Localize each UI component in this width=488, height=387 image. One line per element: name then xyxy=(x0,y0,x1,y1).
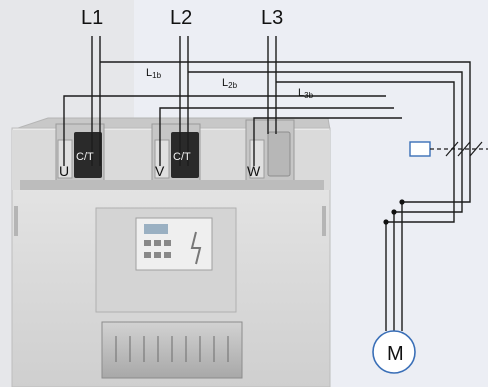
bypass-label-l3b: L3b xyxy=(298,87,314,100)
motor-label: M xyxy=(387,343,404,365)
ct-label-1: C/T xyxy=(76,151,94,163)
current-transformer-1 xyxy=(74,132,102,178)
keypad-button-2 xyxy=(154,240,161,246)
bypass-label-l1b-main: L xyxy=(146,67,152,79)
wiring xyxy=(63,36,488,374)
keypad-button-1 xyxy=(144,240,151,246)
wire-u-out xyxy=(63,95,386,166)
contactor-contact-1 xyxy=(445,141,459,157)
terminal-studs xyxy=(20,180,324,190)
current-transformer-2 xyxy=(171,132,199,178)
mount-slot-right xyxy=(322,206,326,236)
phase-label-l1: L1 xyxy=(81,7,103,29)
junction-node-3 xyxy=(383,219,389,225)
keypad-button-4 xyxy=(144,252,151,258)
wire-v-out xyxy=(159,107,394,166)
contactor-contact-2 xyxy=(457,141,471,157)
terminal-label-u: U xyxy=(59,163,69,179)
bypass-label-l2b-main: L xyxy=(222,77,228,89)
wire-l2b-bypass xyxy=(188,71,463,331)
keypad-logo xyxy=(190,231,202,265)
mount-slot-left xyxy=(14,206,18,236)
bypass-label-l3b-sub: 3b xyxy=(304,91,313,100)
junction-node-2 xyxy=(391,209,397,215)
soft-starter-device xyxy=(11,117,331,387)
keypad-button-3 xyxy=(164,240,171,246)
bypass-label-l1b-sub: 1b xyxy=(152,71,161,80)
terminal-label-w: W xyxy=(247,163,261,179)
bypass-contactor-coil xyxy=(409,141,431,157)
vent-slots xyxy=(115,336,229,362)
terminal-lug-u xyxy=(57,139,73,179)
terminal-lug-v xyxy=(154,139,170,179)
keypad-button-6 xyxy=(164,252,171,258)
terminal-label-v: V xyxy=(155,163,165,179)
bypass-label-l1b: L1b xyxy=(146,67,162,80)
wire-w-out xyxy=(253,117,402,166)
bypass-label-l3b-main: L xyxy=(298,87,304,99)
wire-l3b-bypass xyxy=(276,81,455,331)
wire-l1b-bypass xyxy=(100,61,471,331)
phase-label-l2: L2 xyxy=(170,7,192,29)
display-screen xyxy=(144,224,168,234)
keypad-button-5 xyxy=(154,252,161,258)
phase-label-l3: L3 xyxy=(261,7,283,29)
contactor-contact-3 xyxy=(469,141,483,157)
ct-label-2: C/T xyxy=(173,151,191,163)
labels: L1 L2 L3 L1b L2b L3b U V W C/T C/T M xyxy=(59,7,404,365)
bypass-label-l2b-sub: 2b xyxy=(228,81,237,90)
terminal-lug-w xyxy=(267,131,291,177)
junction-node-1 xyxy=(399,199,405,205)
bypass-label-l2b: L2b xyxy=(222,77,238,90)
motor-symbol xyxy=(372,330,416,374)
